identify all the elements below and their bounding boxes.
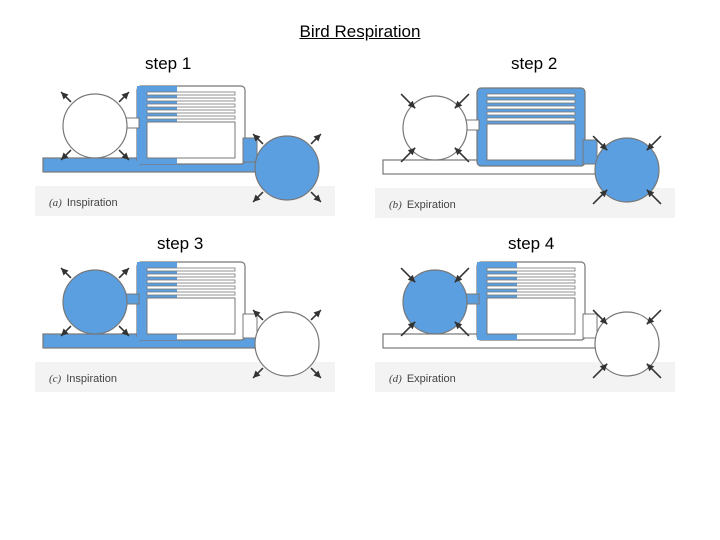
page-title: Bird Respiration [299,22,421,41]
caption-text: (a)Inspiration [49,197,118,209]
respiration-diagram: (c)Inspiration [35,261,335,392]
lung [476,87,586,167]
respiration-diagram: (b)Expiration [375,87,675,218]
back-connector [582,139,598,165]
anterior-sac-arrows [60,91,130,161]
diagram-step-2: (b)Expiration [375,80,675,220]
posterior-sac-arrows [252,133,322,203]
anterior-air-sac [402,269,468,335]
lung [136,261,246,341]
respiration-diagram: (a)Inspiration [35,85,335,216]
diagram-step-3: (c)Inspiration [35,254,335,394]
back-connector [242,137,258,163]
caption-text: (c)Inspiration [49,373,117,385]
diagram-step-4: (d)Expiration [375,254,675,394]
anterior-sac-arrows [400,267,470,337]
diagram-step-1: (a)Inspiration [35,78,335,218]
posterior-sac-arrows [592,309,662,379]
anterior-air-sac [62,93,128,159]
anterior-air-sac [62,269,128,335]
caption-text: (b)Expiration [389,199,456,211]
posterior-air-sac [594,311,660,377]
posterior-air-sac [254,311,320,377]
step-2-label: step 2 [511,54,558,73]
back-connector [242,313,258,339]
lung [476,261,586,341]
posterior-air-sac [254,135,320,201]
anterior-sac-arrows [60,267,130,337]
anterior-sac-arrows [400,93,470,163]
caption-text: (d)Expiration [389,373,456,385]
step-1-label: step 1 [145,54,192,73]
back-connector [582,313,598,339]
posterior-sac-arrows [252,309,322,379]
step-4-label: step 4 [508,234,555,253]
respiration-diagram: (d)Expiration [375,261,675,392]
lung [136,85,246,165]
posterior-sac-arrows [592,135,662,205]
anterior-air-sac [402,95,468,161]
posterior-air-sac [594,137,660,203]
step-3-label: step 3 [157,234,204,253]
